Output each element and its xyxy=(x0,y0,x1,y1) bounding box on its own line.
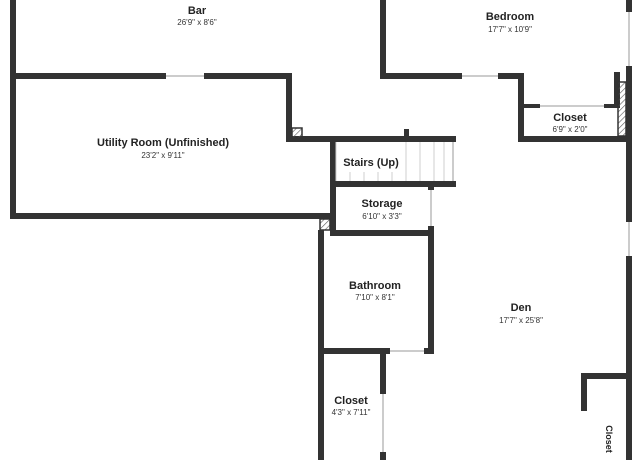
bedroom-left-wall xyxy=(380,0,386,78)
lower-closet-dims: 4'3" x 7'11" xyxy=(332,408,371,417)
bedroom-label: Bedroom xyxy=(486,11,535,23)
column-hatch-2 xyxy=(319,218,331,231)
bathroom-right-wall xyxy=(428,230,434,354)
bedroom-right-wall xyxy=(614,72,620,108)
utility-bottom-wall xyxy=(10,213,334,219)
utility-left-wall xyxy=(10,73,16,219)
bathroom-dims: 7'10" x 8'1" xyxy=(355,293,395,302)
lower-closet-label: Closet xyxy=(334,395,368,407)
storage-label: Storage xyxy=(362,198,403,210)
right-closet-label: Closet xyxy=(604,425,614,453)
utility-dims: 23'2" x 9'11" xyxy=(141,151,184,160)
bathroom-left-wall xyxy=(318,230,324,460)
bar-bottom-wall xyxy=(10,73,292,79)
bedroom-closet-dims: 6'9" x 2'0" xyxy=(553,125,588,134)
bar-label: Bar xyxy=(188,5,207,17)
bar-left-wall xyxy=(10,0,16,78)
doors xyxy=(166,12,632,452)
bedroom-bottom-wall xyxy=(380,73,524,79)
bedroom-closet-label: Closet xyxy=(553,112,587,124)
stair-treads xyxy=(335,142,445,181)
stairs-bottom-wall xyxy=(330,181,456,187)
utility-top-right-wall xyxy=(286,136,456,142)
bathroom-label: Bathroom xyxy=(349,280,401,292)
den-dims: 17'7" x 25'8" xyxy=(499,316,543,325)
column-hatch-3 xyxy=(617,81,627,137)
stairs-label: Stairs (Up) xyxy=(343,157,399,169)
right-closet-top-wall xyxy=(581,373,632,379)
bathroom-bottom-wall xyxy=(318,348,434,354)
bedroom-closet-left-wall xyxy=(518,73,524,142)
storage-bottom-wall xyxy=(330,230,434,236)
column-hatch-1 xyxy=(291,127,303,139)
den-label: Den xyxy=(511,302,532,314)
stair-post xyxy=(404,129,409,138)
utility-label: Utility Room (Unfinished) xyxy=(97,137,229,149)
bar-dims: 26'9" x 8'6" xyxy=(177,18,217,27)
bedroom-closet-bottom-wall xyxy=(518,136,630,142)
bedroom-dims: 17'7" x 10'9" xyxy=(488,25,532,34)
storage-dims: 6'10" x 3'3" xyxy=(362,212,402,221)
room-labels: Bar 26'9" x 8'6" Bedroom 17'7" x 10'9" C… xyxy=(97,5,614,453)
right-closet-left-wall xyxy=(581,373,587,411)
utility-right-wall xyxy=(286,73,292,141)
